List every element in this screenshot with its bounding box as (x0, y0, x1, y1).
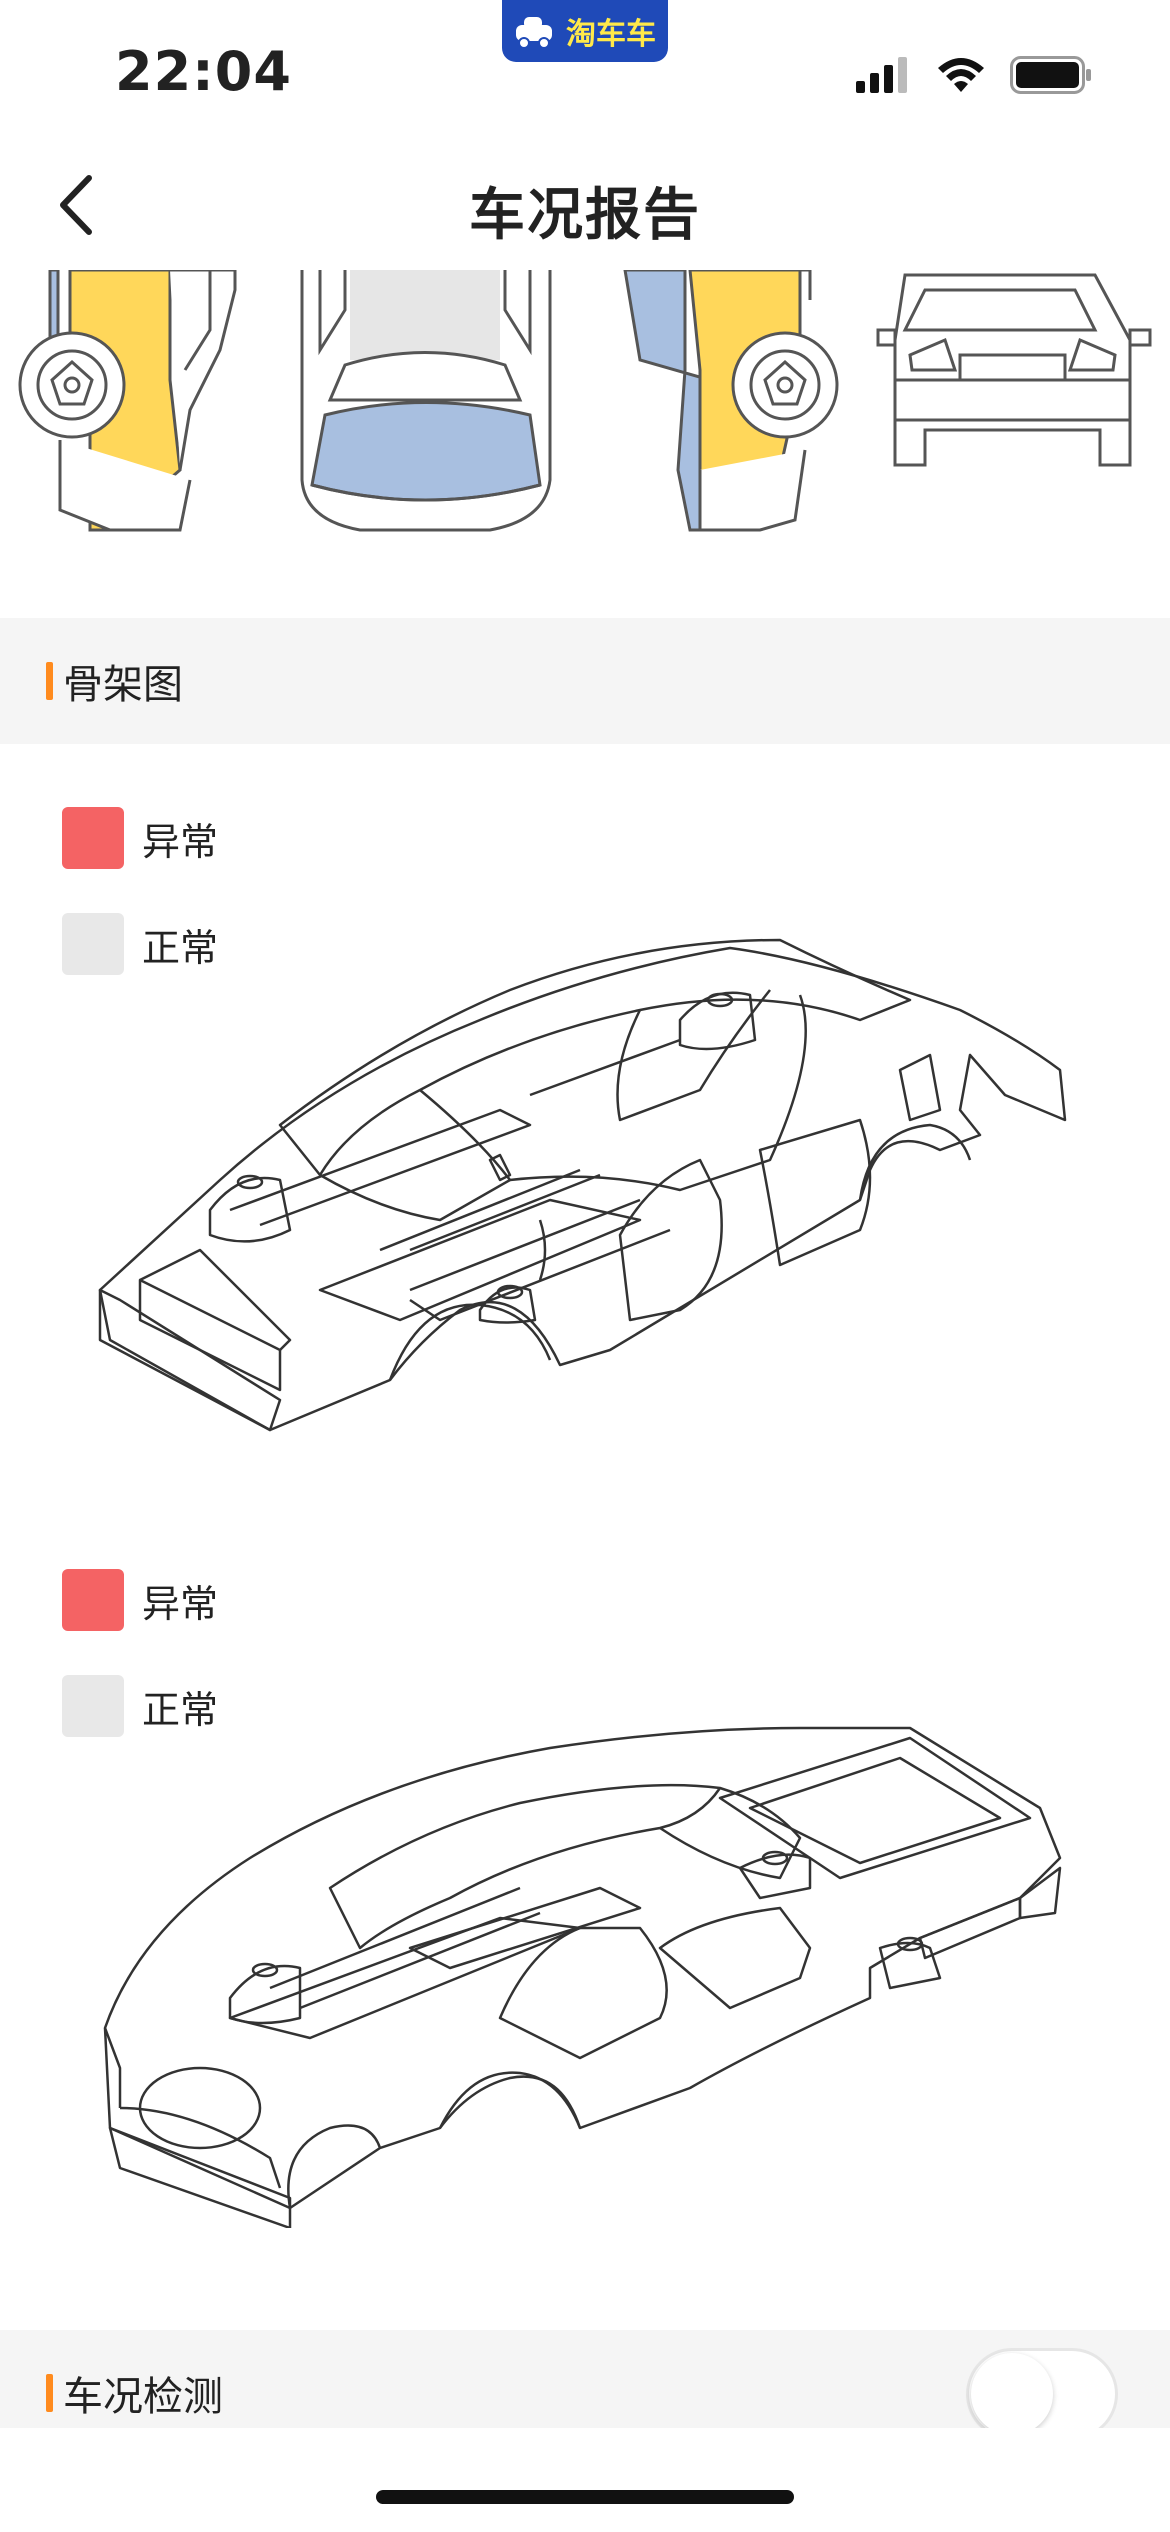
chevron-left-icon (60, 175, 92, 235)
legend-abnormal-label: 异常 (142, 819, 219, 864)
legend-normal-2: 正常 (62, 1675, 219, 1737)
legend-abnormal: 异常 (62, 807, 219, 869)
skeleton-front-view (98, 938, 1067, 1432)
right-side-view (623, 270, 839, 532)
left-side-view (18, 270, 237, 532)
nav-bar: 车况报告 (0, 130, 1170, 270)
car-logo-icon (516, 17, 552, 49)
legend-abnormal-label: 异常 (142, 1581, 219, 1626)
exterior-diagram-strip (18, 270, 1152, 532)
legend-normal-label: 正常 (142, 925, 219, 970)
legend-normal: 正常 (62, 913, 219, 975)
section-title-skeleton: 骨架图 (63, 662, 183, 708)
legend-top: 异常 正常 (62, 807, 219, 1020)
accent-bar (46, 662, 53, 700)
back-button[interactable] (40, 170, 110, 240)
wifi-icon (938, 58, 984, 92)
status-time: 22:04 (115, 40, 292, 103)
home-indicator-area (0, 2428, 1170, 2532)
section-title-inspection: 车况检测 (63, 2374, 223, 2420)
system-icons (856, 56, 1092, 94)
skeleton-rear-view (103, 1726, 1062, 2228)
inspection-toggle[interactable] (966, 2348, 1118, 2440)
app-badge[interactable]: 淘车车 (502, 0, 668, 62)
status-bar: 22:04 淘车车 (0, 0, 1170, 130)
top-view (300, 270, 552, 532)
battery-icon (1010, 56, 1091, 94)
home-indicator[interactable] (376, 2490, 794, 2504)
toggle-knob[interactable] (971, 2353, 1053, 2435)
section-header-skeleton: 骨架图 (0, 618, 1170, 744)
cellular-signal-icon (856, 57, 907, 93)
normal-swatch (62, 1675, 124, 1737)
legend-abnormal-2: 异常 (62, 1569, 219, 1631)
legend-bottom: 异常 正常 (62, 1569, 219, 1782)
abnormal-swatch (62, 807, 124, 869)
page-title: 车况报告 (469, 183, 701, 248)
accent-bar (46, 2374, 53, 2412)
legend-normal-label: 正常 (142, 1687, 219, 1732)
normal-swatch (62, 913, 124, 975)
rear-view (876, 273, 1152, 467)
app-badge-label: 淘车车 (566, 17, 656, 52)
abnormal-swatch (62, 1569, 124, 1631)
